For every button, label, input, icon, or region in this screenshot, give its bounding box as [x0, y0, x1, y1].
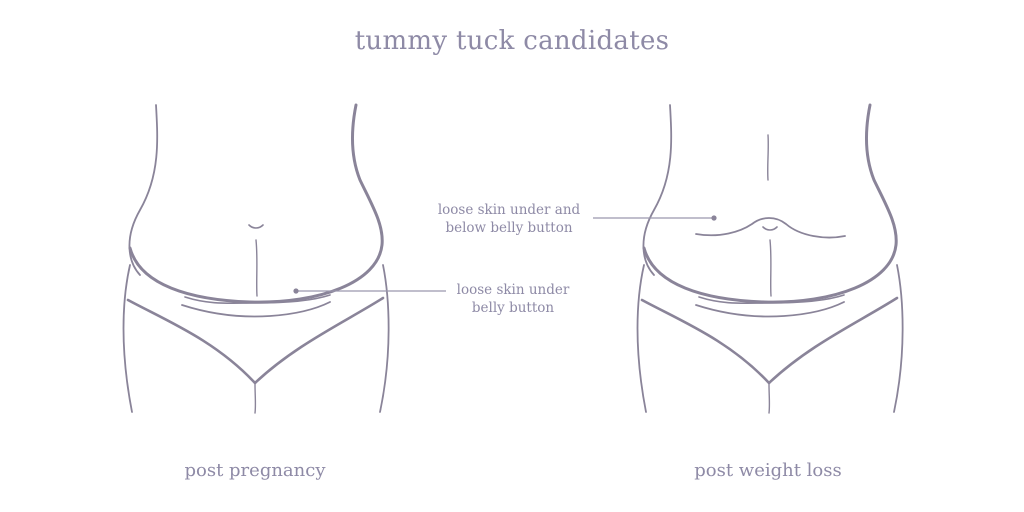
right-torso-right-leg [893, 264, 904, 413]
right-torso-center-line [769, 239, 772, 297]
right-torso-left-leg [636, 264, 647, 413]
callout-loose-skin-under: loose skin under belly button [438, 281, 588, 317]
callout-loose-skin-under-and-below: loose skin under and below belly button [424, 201, 594, 237]
left-navel-icon [248, 224, 264, 229]
right-torso-upper-skin-fold [695, 217, 846, 239]
caption-post-pregnancy: post pregnancy [184, 460, 326, 481]
right-torso-upper-center-line [767, 134, 769, 181]
left-torso-right-leg [379, 264, 390, 413]
callout-loose-skin-under-line1: loose skin under [456, 282, 570, 298]
callout-loose-skin-under-and-below-line2: below belly button [445, 220, 573, 236]
left-torso-left-side [128, 104, 159, 276]
callout-loose-skin-under-line2: belly button [471, 300, 555, 316]
left-torso-inner-crease [184, 294, 331, 305]
torso-post-pregnancy [122, 103, 390, 414]
right-torso-left-side [642, 104, 673, 276]
torso-post-weight-loss [636, 103, 904, 414]
callout-dot-left [293, 288, 299, 294]
right-torso-lower-crease [695, 301, 845, 318]
right-navel-icon [762, 226, 778, 231]
diagram-title: tummy tuck candidates [354, 26, 670, 56]
right-torso-inner-crease [698, 294, 845, 305]
right-underwear-line [640, 296, 899, 385]
callout-loose-skin-under-and-below-line1: loose skin under and [437, 202, 581, 218]
left-torso-belly-fold [128, 103, 384, 304]
caption-post-weight-loss: post weight loss [694, 460, 842, 481]
callout-dot-right [711, 215, 717, 221]
left-underwear-line [126, 296, 385, 385]
right-torso-belly-fold [642, 103, 898, 304]
left-torso-lower-crease [181, 301, 331, 318]
left-torso-left-leg [122, 264, 133, 413]
left-torso-center-line [255, 239, 258, 297]
